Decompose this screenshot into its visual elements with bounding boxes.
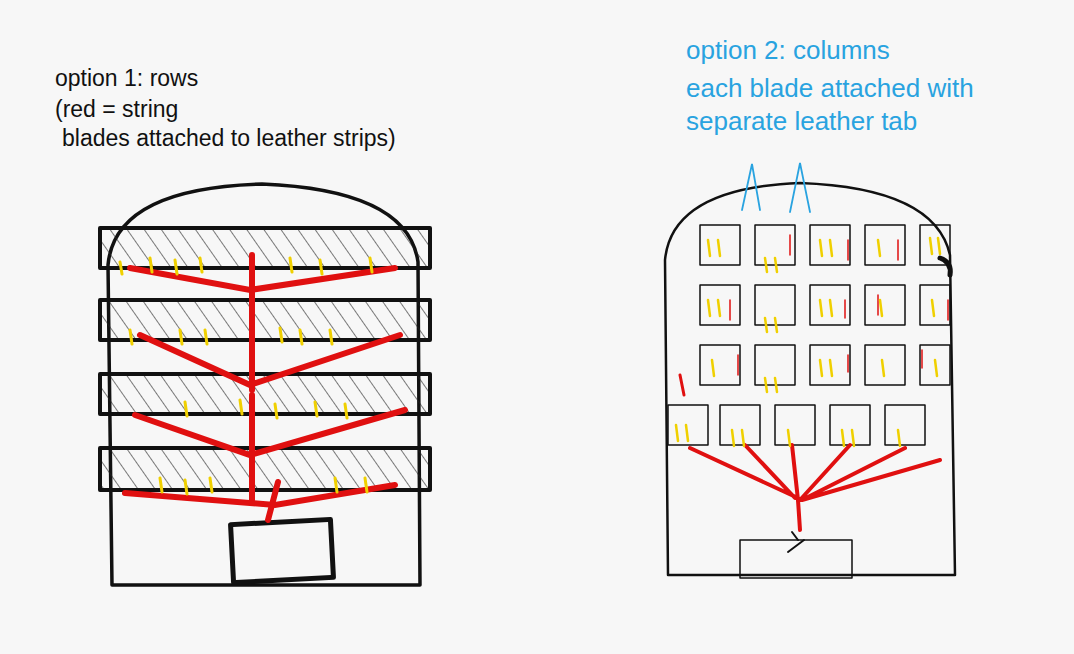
yellow-blades [676,238,940,446]
red-strings [125,255,405,520]
note-text: each blade attached with separate leathe… [686,72,1016,137]
note-text: option 1: rows [55,64,198,93]
note-text: blades attached to leather strips) [62,124,396,153]
blue-tab-marks [742,163,810,212]
rows-backpack [100,184,430,585]
red-strings [680,235,948,530]
yellow-blades [120,258,372,494]
columns-backpack [665,183,955,578]
note-text: option 2: columns [686,34,890,67]
note-text: (red = string [55,95,178,124]
